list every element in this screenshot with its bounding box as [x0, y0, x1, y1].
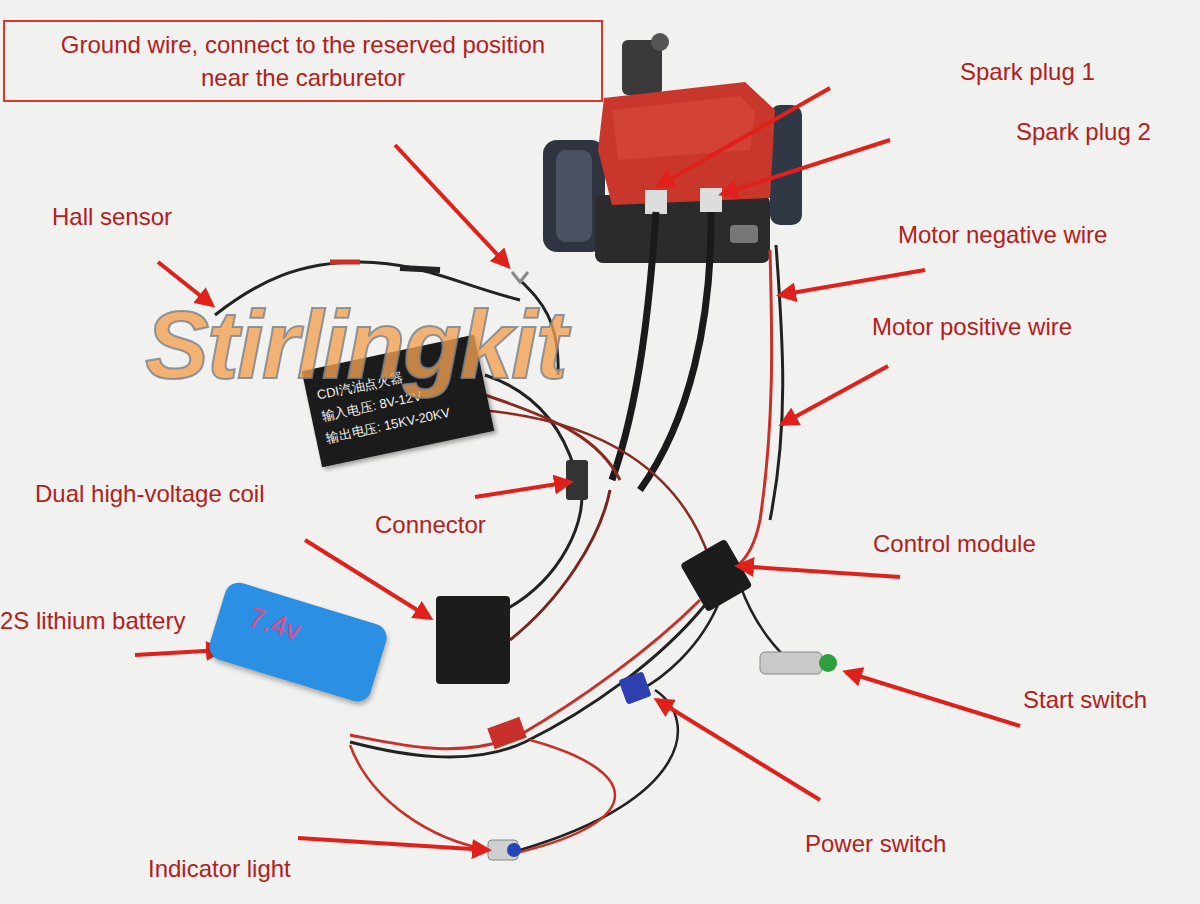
part-label: Indicator light — [148, 855, 291, 883]
pointer-arrow — [738, 566, 900, 577]
start-switch — [760, 652, 822, 674]
pointer-arrow — [395, 145, 508, 266]
part-label: 2S lithium battery — [0, 607, 185, 635]
spark-plug-lead — [612, 212, 656, 480]
part-label: Motor positive wire — [872, 313, 1072, 341]
pointer-arrows — [135, 88, 1020, 850]
cdi-wire — [480, 410, 710, 560]
pointer-arrow — [298, 838, 488, 850]
battery-pack: 7.4v — [206, 579, 390, 705]
ground-lug — [512, 272, 528, 282]
note-text: Ground wire, connect to the reserved pos… — [45, 28, 561, 94]
battery-cable — [350, 605, 705, 757]
coil-wire — [510, 490, 610, 640]
ground-note-box: Ground wire, connect to the reserved pos… — [3, 20, 603, 102]
pointer-arrow — [657, 700, 820, 800]
part-label: Control module — [873, 530, 1036, 558]
control-module — [680, 539, 753, 613]
wire-sleeve — [400, 268, 440, 270]
spark-plug — [700, 188, 722, 212]
cable-connector — [487, 717, 526, 749]
connector-block — [436, 596, 510, 684]
part-label: Dual high-voltage coil — [35, 480, 264, 508]
cdi-wire — [485, 395, 620, 480]
pointer-arrow — [475, 482, 570, 497]
start-button — [819, 654, 837, 672]
power-switch — [618, 671, 651, 704]
pointer-arrow — [782, 366, 888, 424]
battery-cable — [350, 600, 700, 749]
flywheel — [770, 105, 802, 225]
wire-sleeve — [330, 260, 360, 265]
pointer-arrow — [846, 672, 1020, 726]
pointer-arrow — [780, 270, 925, 295]
part-label: Power switch — [805, 830, 946, 858]
watermark: Stirlingkit — [145, 290, 566, 400]
connector-plug — [566, 460, 588, 500]
crankcase — [595, 195, 770, 263]
cover-highlight — [612, 96, 755, 160]
battery-voltage: 7.4v — [245, 601, 386, 672]
pointer-arrow — [305, 540, 430, 618]
motor — [730, 225, 758, 243]
pointer-arrow — [658, 88, 830, 186]
motor-wire — [770, 245, 783, 520]
carburetor-fitting — [651, 33, 669, 51]
switch-wire — [740, 585, 790, 662]
part-label: Start switch — [1023, 686, 1147, 714]
indicator-wire — [520, 740, 615, 852]
pointer-arrow — [722, 140, 890, 194]
part-label: Spark plug 2 — [1016, 118, 1151, 146]
part-label: Spark plug 1 — [960, 58, 1095, 86]
part-label: Hall sensor — [52, 203, 172, 231]
indicator-lens — [507, 843, 521, 857]
spark-plug-lead — [640, 212, 711, 490]
switch-wire — [640, 600, 720, 690]
motor-wire — [720, 250, 772, 575]
spark-plug — [645, 190, 667, 214]
part-label: Connector — [375, 511, 486, 539]
indicator-wire — [350, 745, 490, 850]
part-label: Motor negative wire — [898, 221, 1107, 249]
pulley-face — [556, 150, 592, 242]
